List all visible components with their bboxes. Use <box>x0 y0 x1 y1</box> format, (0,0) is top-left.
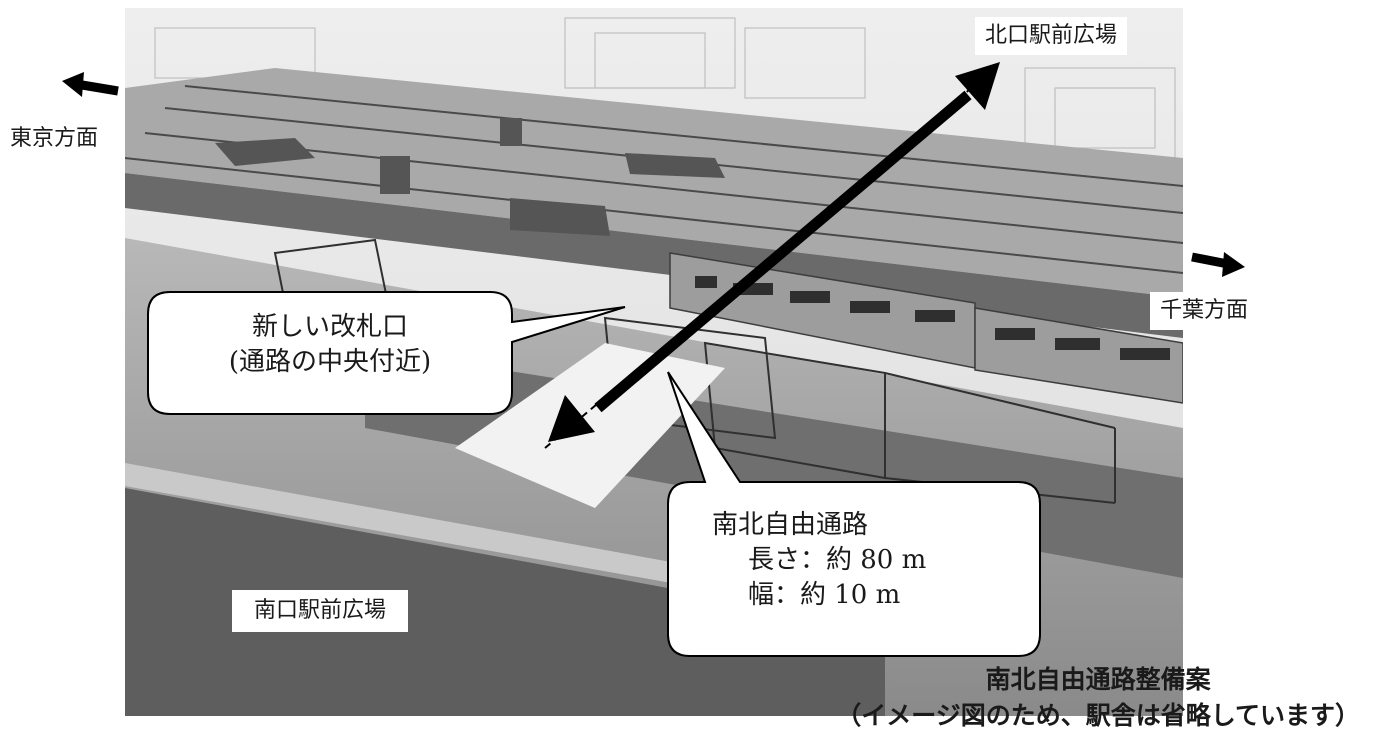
station-rendering <box>125 8 1183 716</box>
gate-callout-line1: 新しい改札口 <box>251 312 408 342</box>
south-plaza-label: 南口駅前広場 <box>232 590 409 632</box>
figure-caption: 南北自由通路整備案 （イメージ図のため、駅舎は省略しています） <box>836 660 1360 732</box>
passage-width: 幅：約 10 m <box>748 580 901 611</box>
passage-floor <box>455 343 725 508</box>
passage-length: 長さ：約 80 m <box>748 545 927 576</box>
gate-callout-bubble <box>147 291 626 415</box>
gate-callout-line2: (通路の中央付近) <box>228 347 432 378</box>
north-south-arrow <box>548 62 1000 442</box>
gate-callout-text: 新しい改札口 (通路の中央付近) <box>170 310 490 380</box>
background-buildings <box>154 17 1176 159</box>
arrow-head-north <box>955 62 1000 110</box>
caption-title: 南北自由通路整備案 <box>985 665 1211 694</box>
platform-deck-top <box>125 68 1183 298</box>
chiba-arrow-icon <box>1191 252 1245 277</box>
caption-note: （イメージ図のため、駅舎は省略しています） <box>836 701 1360 730</box>
passage-callout-bubble <box>667 371 1041 657</box>
passage-title: 南北自由通路 <box>712 510 869 540</box>
arrow-head-south <box>548 395 595 442</box>
tokyo-arrow-icon <box>62 72 119 97</box>
passage-callout-text: 南北自由通路 長さ：約 80 m 幅：約 10 m <box>712 508 1022 613</box>
platform-structures <box>215 118 725 236</box>
chiba-direction-label: 千葉方面 <box>1150 292 1259 330</box>
tokyo-direction-label: 東京方面 <box>0 120 109 158</box>
north-plaza-label: 北口駅前広場 <box>975 17 1128 55</box>
rails <box>125 85 1183 274</box>
south-road <box>125 488 885 716</box>
